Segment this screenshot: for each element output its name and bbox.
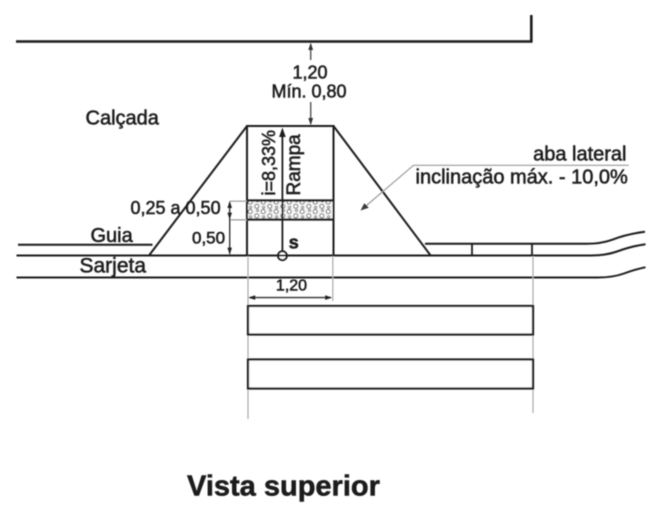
svg-text:0,50: 0,50 (192, 229, 225, 248)
svg-text:Rampa: Rampa (284, 134, 305, 196)
svg-text:s: s (289, 233, 299, 253)
svg-text:inclinação máx. - 10,0%: inclinação máx. - 10,0% (416, 167, 629, 189)
svg-text:1,20: 1,20 (276, 278, 307, 295)
svg-text:1,20: 1,20 (292, 63, 327, 83)
svg-text:Mín. 0,80: Mín. 0,80 (271, 82, 346, 102)
svg-text:aba lateral: aba lateral (533, 144, 626, 166)
svg-text:i=8,33%: i=8,33% (259, 130, 279, 196)
svg-text:Calçada: Calçada (86, 108, 160, 130)
svg-text:Vista superior: Vista superior (187, 471, 380, 503)
svg-text:Guia: Guia (91, 225, 134, 247)
svg-text:0,25 a 0,50: 0,25 a 0,50 (131, 198, 221, 218)
svg-text:Sarjeta: Sarjeta (80, 255, 147, 278)
